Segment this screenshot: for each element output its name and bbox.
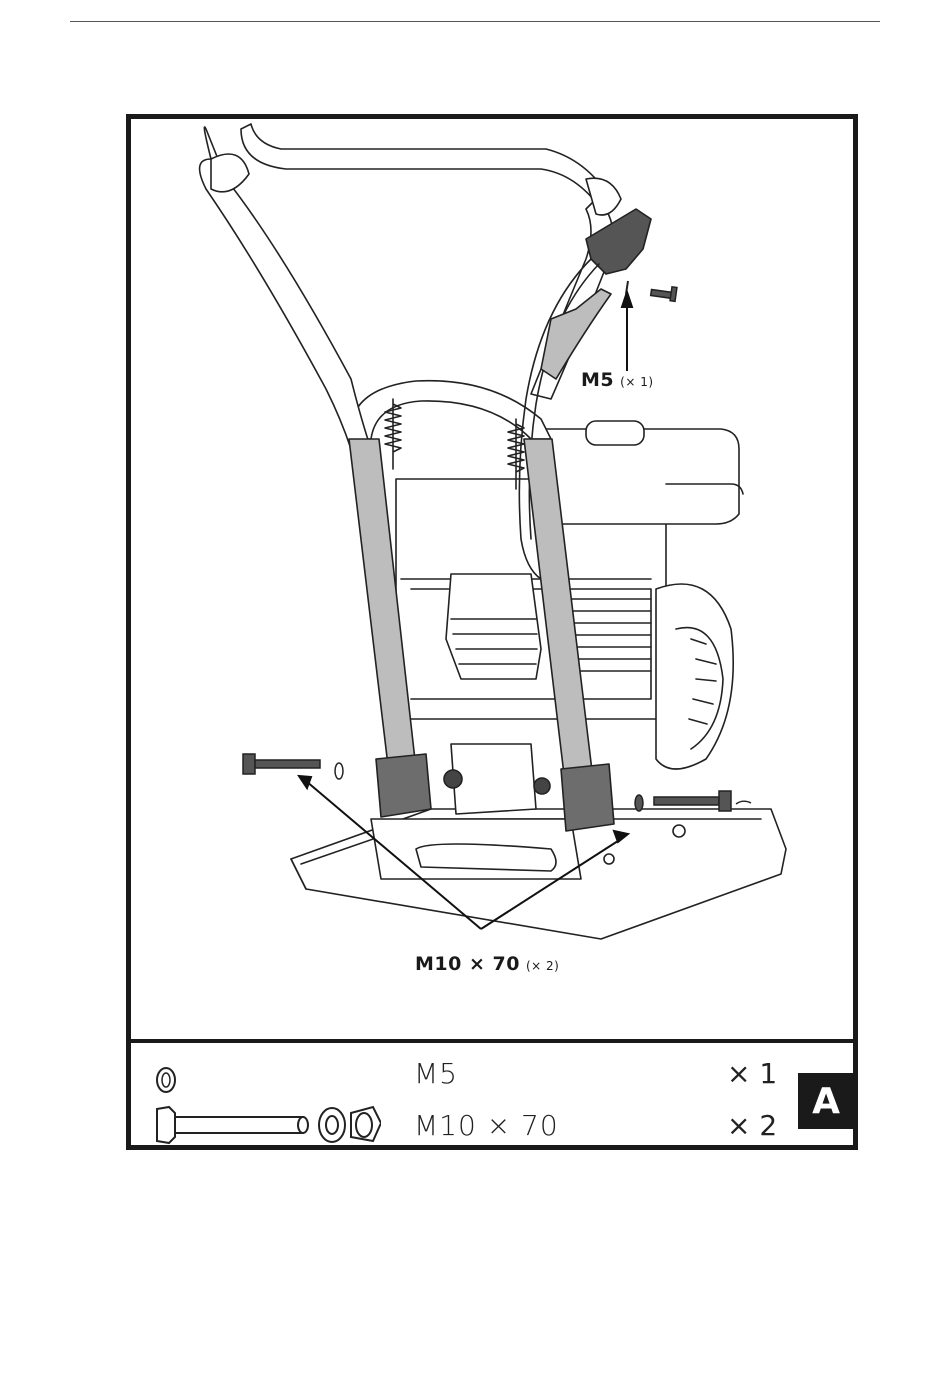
m10-bolt-right	[635, 791, 731, 811]
left-mount-block	[376, 754, 431, 817]
bolt-washer-nut-icon	[151, 1103, 381, 1147]
fuel-cap	[586, 421, 644, 445]
parts-row-size: M5	[414, 1057, 458, 1090]
parts-row-m5: M5 × 1	[131, 1051, 853, 1099]
callout-m5-label: M5	[581, 369, 614, 391]
callout-m10: M10 × 70 (× 2)	[415, 953, 559, 975]
assembly-figure: M5 (× 1) M10 × 70 (× 2) M5 × 1	[126, 114, 858, 1150]
plate-compactor-drawing	[131, 119, 853, 1039]
right-mount-block	[561, 764, 614, 831]
washer-icon	[151, 1065, 181, 1095]
section-tag: A	[798, 1073, 854, 1129]
m5-screw	[626, 281, 677, 301]
parts-row-qty: × 2	[727, 1109, 777, 1142]
parts-row-m10: M10 × 70 × 2	[131, 1103, 853, 1151]
callout-m5-qty: (× 1)	[620, 375, 653, 389]
recoil-starter	[656, 584, 733, 769]
callout-m10-qty: (× 2)	[526, 959, 559, 973]
header-rule	[70, 21, 880, 22]
parts-row-qty: × 1	[727, 1057, 777, 1090]
m10-bolt-left	[243, 754, 343, 779]
parts-row-size: M10 × 70	[414, 1109, 559, 1142]
callout-m10-label: M10 × 70	[415, 953, 520, 975]
callout-m5: M5 (× 1)	[581, 369, 654, 391]
assembly-diagram: M5 (× 1) M10 × 70 (× 2)	[131, 119, 853, 1039]
handle-loop	[351, 381, 551, 439]
parts-list: M5 × 1 M10 × 70 × 2 A	[131, 1043, 853, 1145]
